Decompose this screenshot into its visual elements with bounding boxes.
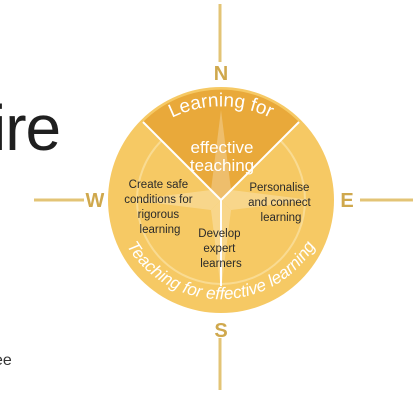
left-segment-line: rigorous bbox=[138, 209, 180, 221]
bottom-segment-text: Develop expert learners bbox=[198, 228, 243, 270]
bottom-segment-line: expert bbox=[203, 243, 236, 255]
right-segment-line: learning bbox=[261, 212, 302, 224]
top-segment-line3: teaching bbox=[190, 156, 254, 175]
bottom-segment-line: learners bbox=[200, 258, 242, 270]
compass-east-label: E bbox=[340, 190, 353, 212]
left-segment-line: Create safe bbox=[129, 179, 188, 191]
divider-right bbox=[220, 121, 300, 201]
left-segment-line: learning bbox=[140, 224, 181, 236]
background-heading-fragment: ire bbox=[0, 92, 61, 164]
compass-south-label: S bbox=[214, 320, 227, 342]
right-segment-text: Personalise and connect learning bbox=[248, 182, 314, 224]
left-segment-line: conditions for bbox=[124, 194, 193, 206]
right-segment-line: and connect bbox=[248, 197, 311, 209]
left-segment-text: Create safe conditions for rigorous lear… bbox=[124, 179, 196, 236]
compass-rose-watermark bbox=[131, 110, 311, 290]
divider-left bbox=[142, 121, 222, 201]
top-wedge bbox=[143, 89, 299, 200]
right-segment-line: Personalise bbox=[249, 182, 309, 194]
compass-west-label: W bbox=[86, 190, 105, 212]
top-segment-line2: effective bbox=[190, 138, 253, 157]
compass-north-label: N bbox=[214, 63, 228, 85]
background-text-fragment: ee bbox=[0, 352, 12, 369]
bottom-segment-line: Develop bbox=[198, 228, 240, 240]
